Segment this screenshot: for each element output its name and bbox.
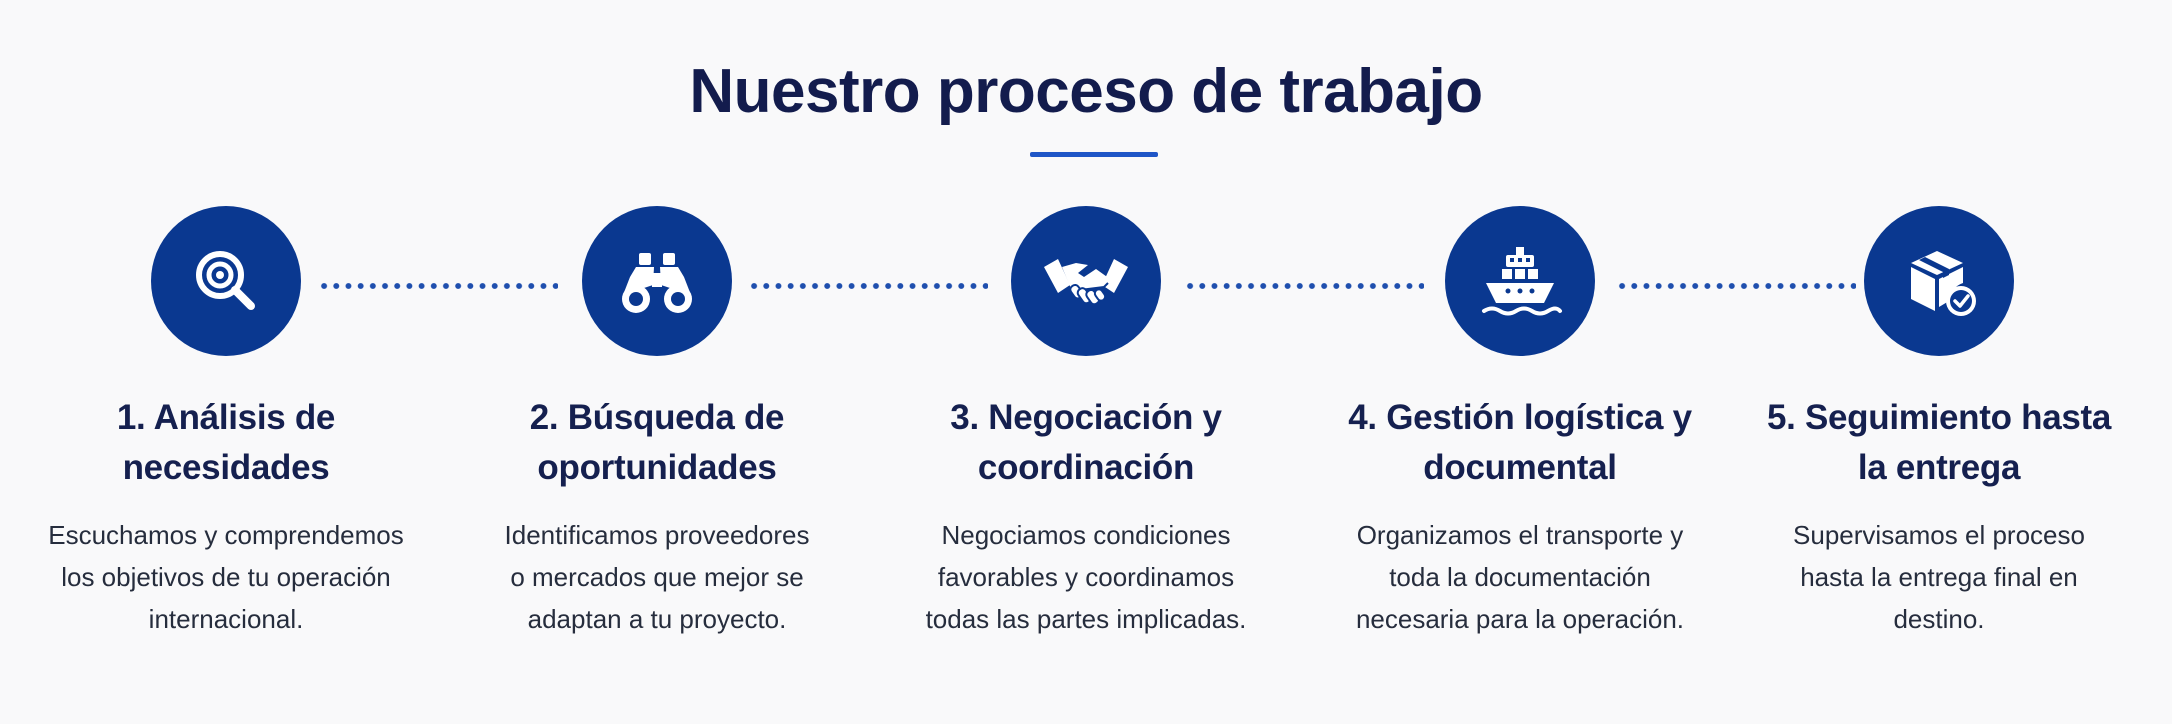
- step-3-title-line-2: coordinación: [977, 448, 1195, 487]
- step-5-title-line-1: 5. Seguimiento hasta: [1766, 398, 2112, 437]
- step-4-title-line-2: documental: [1423, 448, 1617, 487]
- step-5-title: 5. Seguimiento hasta la entrega: [1729, 393, 2149, 493]
- step-2-description: Identificamos proveedores o mercados que…: [447, 514, 867, 640]
- cargo-ship-icon: [1482, 247, 1562, 316]
- step-5-description: Supervisamos el proceso hasta la entrega…: [1729, 514, 2149, 640]
- step-1-icon-circle: [151, 206, 301, 356]
- step-1-title-line-2: necesidades: [122, 448, 330, 487]
- step-1-title: 1. Análisis de necesidades: [16, 393, 436, 493]
- step-1-description: Escuchamos y comprendemos los objetivos …: [16, 514, 436, 640]
- step-1-desc-line-3: internacional.: [148, 604, 304, 634]
- step-2-icon-circle: [582, 206, 732, 356]
- step-2-desc-line-1: Identificamos proveedores: [504, 520, 810, 550]
- step-4-desc-line-1: Organizamos el transporte y: [1356, 520, 1684, 550]
- step-5-desc-line-1: Supervisamos el proceso: [1793, 520, 2085, 550]
- step-5-title-line-2: la entrega: [1857, 448, 2021, 487]
- step-3-desc-line-3: todas las partes implicadas.: [925, 604, 1247, 634]
- step-5-icon-circle: [1864, 206, 2014, 356]
- step-4-title-line-1: 4. Gestión logística y: [1348, 398, 1692, 437]
- title-underline: [1030, 152, 1158, 157]
- step-1-title-line-1: 1. Análisis de: [116, 398, 336, 437]
- package-check-icon: [1911, 251, 1976, 316]
- section-title: Nuestro proceso de trabajo: [689, 57, 1483, 126]
- step-2-desc-line-3: adaptan a tu proyecto.: [527, 604, 787, 634]
- process-step-2: 2. Búsqueda de oportunidades Identificam…: [447, 0, 867, 724]
- step-5-desc-line-2: hasta la entrega final en: [1800, 562, 2078, 592]
- step-connector-4-5: [1616, 283, 1856, 289]
- step-2-title: 2. Búsqueda de oportunidades: [447, 393, 867, 493]
- step-1-desc-line-1: Escuchamos y comprendemos: [48, 520, 404, 550]
- step-3-description: Negociamos condiciones favorables y coor…: [876, 514, 1296, 640]
- step-2-title-line-2: oportunidades: [537, 448, 777, 487]
- step-1-desc-line-2: los objetivos de tu operación: [61, 562, 391, 592]
- binoculars-icon: [622, 253, 692, 313]
- process-step-4: 4. Gestión logística y documental Organi…: [1310, 0, 1730, 724]
- handshake-icon: [1044, 259, 1128, 306]
- step-4-title: 4. Gestión logística y documental: [1310, 393, 1730, 493]
- step-3-desc-line-2: favorables y coordinamos: [937, 562, 1235, 592]
- step-4-desc-line-3: necesaria para la operación.: [1355, 604, 1685, 634]
- process-step-1: 1. Análisis de necesidades Escuchamos y …: [16, 0, 436, 724]
- step-2-title-line-1: 2. Búsqueda de: [529, 398, 785, 437]
- step-5-desc-line-3: destino.: [1893, 604, 1985, 634]
- process-step-5: 5. Seguimiento hasta la entrega Supervis…: [1729, 0, 2149, 724]
- step-3-icon-circle: [1011, 206, 1161, 356]
- step-connector-1-2: [318, 283, 558, 289]
- step-connector-3-4: [1184, 283, 1424, 289]
- step-3-title-line-1: 3. Negociación y: [950, 398, 1222, 437]
- magnifier-target-icon: [196, 251, 255, 310]
- step-3-title: 3. Negociación y coordinación: [876, 393, 1296, 493]
- step-4-icon-circle: [1445, 206, 1595, 356]
- step-4-desc-line-2: toda la documentación: [1389, 562, 1651, 592]
- step-3-desc-line-1: Negociamos condiciones: [941, 520, 1231, 550]
- step-4-description: Organizamos el transporte y toda la docu…: [1310, 514, 1730, 640]
- step-connector-2-3: [748, 283, 988, 289]
- process-step-3: 3. Negociación y coordinación Negociamos…: [876, 0, 1296, 724]
- step-2-desc-line-2: o mercados que mejor se: [510, 562, 804, 592]
